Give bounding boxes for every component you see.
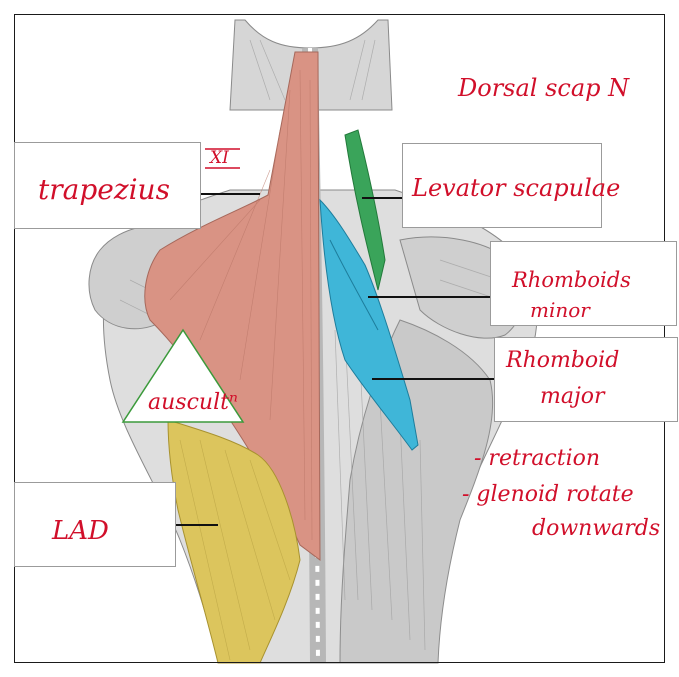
lad-label: LAD <box>52 518 109 544</box>
rhomboid-major-label-line2: major <box>540 386 605 408</box>
nerve-numeral-label: XI <box>210 150 229 167</box>
rhomboid-major-label-line1: Rhomboid <box>506 350 619 372</box>
note-downwards: downwards <box>532 518 660 540</box>
note-retraction: - retraction <box>474 448 600 470</box>
rhomboid-minor-label-line1: Rhomboids <box>512 270 631 291</box>
levator-scapulae-label: Levator scapulae <box>412 176 620 200</box>
auscultation-label: auscultⁿ <box>148 392 238 414</box>
trapezius-label: trapezius <box>38 176 170 204</box>
dorsal-scapular-nerve-label: Dorsal scap N <box>458 76 629 100</box>
rhomboid-minor-label-line2: minor <box>530 300 590 320</box>
note-glenoid-rotate: - glenoid rotate <box>462 484 634 506</box>
